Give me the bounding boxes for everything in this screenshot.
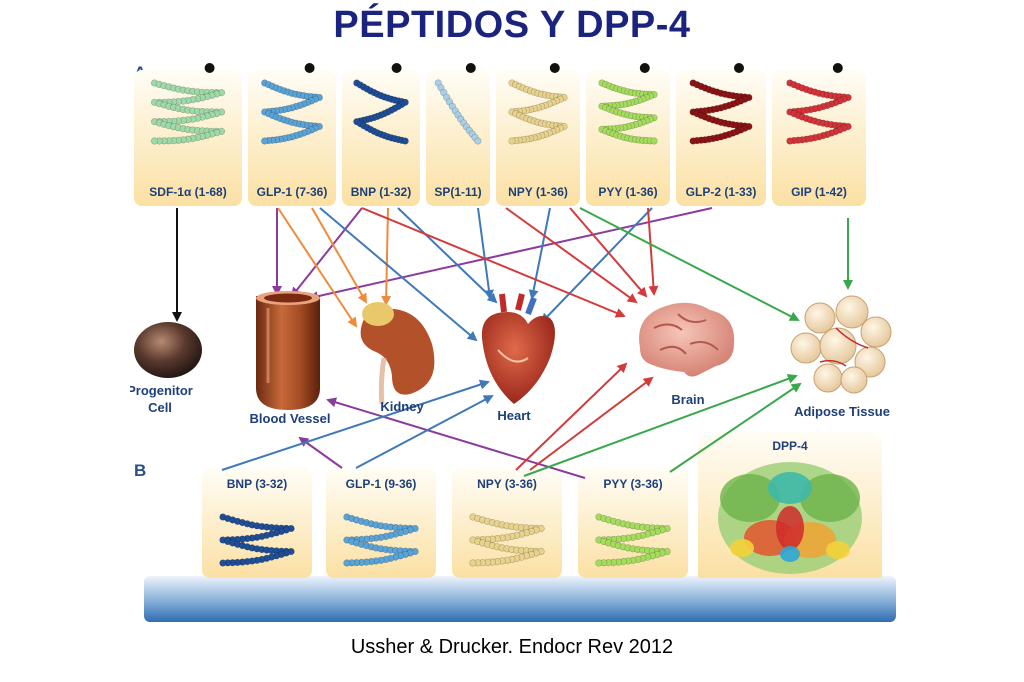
peptide-b-card-3: PYY (3-36) (578, 468, 688, 578)
adipose-tissue: Adipose Tissue (790, 295, 892, 419)
heart-icon (481, 293, 555, 404)
peptide-card-0: SDF-1α (1-68) (134, 63, 242, 206)
kidney: Kidney (360, 302, 435, 414)
arrow-npy-heart (528, 207, 551, 300)
page-title: PÉPTIDOS Y DPP-4 (333, 4, 691, 46)
arrow-bnp-kidney-b (381, 207, 392, 306)
panel-b-peptides: BNP (3-32) GLP-1 (9-36) NPY (3-36) PYY (3-3… (202, 468, 688, 578)
peptide-dpp4-diagram: A B SDF-1α (1-68)GLP-1 (7-36)BNP (1-32)S… (130, 63, 896, 622)
arrow-npy336-brain-a (515, 362, 628, 471)
arrow-bnp-vessel (290, 207, 363, 298)
peptide-b-card-1: GLP-1 (9-36) (326, 468, 436, 578)
section-b-label: B (134, 461, 146, 480)
peptide-coil-icon (219, 513, 295, 567)
peptide-label: BNP (1-32) (351, 185, 411, 199)
arrow-bnp-kidney-a (311, 207, 367, 304)
peptide-coil-icon (353, 63, 409, 145)
peptide-card-5: PYY (1-36) (586, 63, 670, 206)
blood-vessel: Blood Vessel (250, 291, 331, 426)
peptide-label: SDF-1α (1-68) (149, 185, 226, 199)
progenitor-label-line2: Cell (148, 400, 172, 415)
membrane-base (144, 576, 896, 622)
peptide-label: GLP-1 (9-36) (346, 477, 417, 491)
peptide-b-card-0: BNP (3-32) (202, 468, 312, 578)
arrow-glp1936-vessel (298, 436, 343, 469)
kidney-label: Kidney (380, 399, 424, 414)
peptide-card-1: GLP-1 (7-36) (248, 63, 336, 206)
peptide-card-7: GIP (1-42) (772, 63, 866, 206)
arrow-glp1-kidney (277, 207, 358, 328)
adipose-tissue-label: Adipose Tissue (794, 404, 890, 419)
arrow-sp-heart (477, 207, 494, 300)
arrow-glp2-vessel (308, 207, 713, 302)
arrow-pyy336-adipose (669, 382, 802, 473)
blood-vessel-icon (256, 291, 320, 410)
progenitor-cell: Progenitor Cell (130, 322, 202, 415)
progenitor-cell-icon (134, 322, 202, 378)
peptide-coil-icon (689, 63, 753, 145)
peptide-coil-icon (434, 63, 482, 145)
brain: Brain (639, 302, 735, 407)
peptide-coil-icon (786, 63, 852, 145)
peptide-coil-icon (598, 63, 658, 145)
peptide-label: NPY (1-36) (508, 185, 568, 199)
peptide-coil-icon (469, 513, 545, 567)
panel-a-peptides: SDF-1α (1-68) GLP-1 (7-36) BNP (1-32) SP(1-… (134, 63, 866, 206)
peptide-coil-icon (343, 513, 419, 567)
brain-icon (639, 302, 735, 377)
blood-vessel-label: Blood Vessel (250, 411, 331, 426)
dpp4-label: DPP-4 (772, 439, 808, 453)
progenitor-label-line1: Progenitor (130, 383, 193, 398)
arrow-glp1936-heart (355, 395, 494, 469)
heart-label: Heart (497, 408, 531, 423)
arrow-bnp-brain (361, 207, 626, 318)
arrow-bnp332-heart (221, 379, 490, 471)
peptide-coil-icon (261, 63, 323, 145)
dpp4-enzyme-icon (718, 462, 862, 574)
peptide-card-4: NPY (1-36) (496, 63, 580, 206)
arrow-pyy-heart (540, 207, 653, 324)
peptide-label: NPY (3-36) (477, 477, 537, 491)
peptide-label: PYY (3-36) (603, 477, 662, 491)
arrow-pyy336-vessel (326, 397, 586, 479)
arrow-npy336-brain-b (529, 376, 654, 471)
citation: Ussher & Drucker. Endocr Rev 2012 (350, 636, 674, 658)
arrow-npy-brain (505, 207, 638, 304)
adipose-tissue-icon (790, 295, 892, 394)
arrow-bnp-heart (397, 207, 498, 304)
arrows (172, 207, 853, 479)
heart: Heart (481, 293, 555, 423)
brain-label: Brain (671, 392, 704, 407)
peptide-card-6: GLP-2 (1-33) (676, 63, 766, 206)
arrow-pyy-brain (569, 207, 648, 298)
arrow-glp1-heart (319, 207, 478, 342)
kidney-icon (360, 302, 435, 405)
peptide-coil-icon (595, 513, 671, 567)
peptide-card-3: SP(1-11) (426, 63, 490, 206)
arrow-npy336-adipose (523, 374, 798, 477)
dpp4-card: DPP-4 (698, 432, 882, 578)
peptide-label: PYY (1-36) (598, 185, 657, 199)
peptide-b-card-2: NPY (3-36) (452, 468, 562, 578)
peptide-card-2: BNP (1-32) (342, 63, 420, 206)
arrow-glp2-brain (647, 207, 659, 296)
peptide-label: GLP-2 (1-33) (686, 185, 757, 199)
arrow-pyy-adipose (579, 207, 800, 321)
peptide-coil-icon (150, 63, 226, 145)
peptide-label: SP(1-11) (434, 185, 481, 199)
peptide-label: GLP-1 (7-36) (257, 185, 328, 199)
peptide-label: GIP (1-42) (791, 185, 847, 199)
peptide-coil-icon (508, 63, 568, 145)
peptide-label: BNP (3-32) (227, 477, 287, 491)
